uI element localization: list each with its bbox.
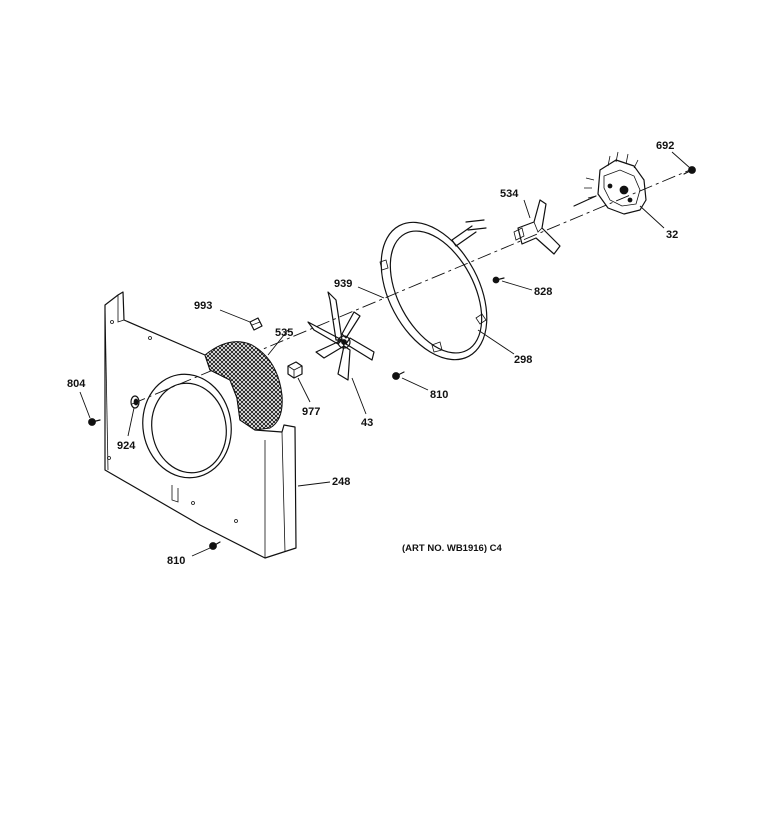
- screw-810-lower: [209, 541, 221, 550]
- screw-828: [492, 276, 505, 284]
- callout-labels: 692 534 32 939 828 993 535 298 804 810 9…: [67, 140, 678, 567]
- art-number-caption: (ART NO. WB1916) C4: [402, 543, 502, 554]
- callout-32: 32: [666, 229, 678, 241]
- callout-810-lower: 810: [167, 555, 185, 567]
- nut-977: [287, 361, 303, 379]
- callout-692: 692: [656, 140, 674, 152]
- screw-810-upper: [392, 371, 405, 380]
- callout-804: 804: [67, 378, 86, 390]
- ring-bracket-298: [379, 219, 488, 361]
- callout-534: 534: [500, 188, 519, 200]
- fan-cover-panel-248: [104, 291, 297, 559]
- callout-810-upper: 810: [430, 389, 448, 401]
- callout-248: 248: [332, 476, 350, 488]
- mesh-screen-535: [204, 341, 283, 431]
- callout-43: 43: [361, 417, 373, 429]
- callout-828: 828: [534, 286, 552, 298]
- leader-lines: [79, 151, 691, 557]
- fan-blade-43: [307, 291, 375, 381]
- callout-298: 298: [514, 354, 532, 366]
- clip-993: [249, 317, 263, 331]
- screw-692: [683, 166, 696, 175]
- callout-939: 939: [334, 278, 352, 290]
- screw-804: [88, 418, 101, 426]
- callout-535: 535: [275, 327, 293, 339]
- bracket-534: [513, 199, 561, 255]
- motor-32: [573, 151, 647, 215]
- callout-993: 993: [194, 300, 212, 312]
- callout-924: 924: [117, 440, 136, 452]
- callout-977: 977: [302, 406, 320, 418]
- nut-924: [130, 395, 140, 409]
